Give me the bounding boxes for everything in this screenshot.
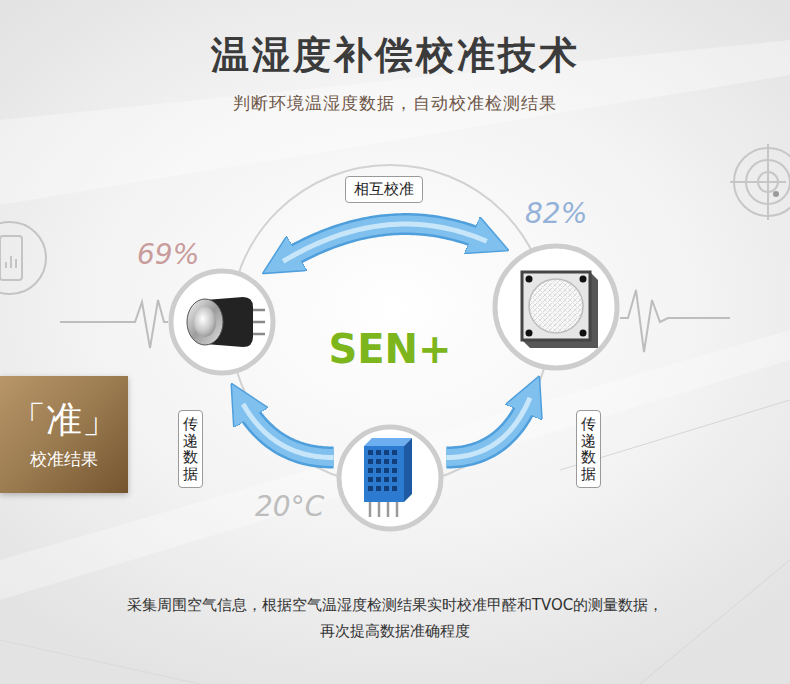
- sensor-node: 82%: [492, 243, 620, 371]
- connector-group: [243, 404, 333, 457]
- edge-label-area: 传递数据: [178, 410, 203, 488]
- light-streaks: [0, 40, 790, 684]
- brand-mark: SEN+: [320, 326, 460, 372]
- reading-value: 69%: [137, 238, 199, 271]
- caption: 采集周围空气信息，根据空气温湿度检测结果实时校准甲醛和TVOC的测量数据， 再次…: [85, 592, 705, 644]
- edge-label: 传递数据: [576, 410, 601, 488]
- caption-area: 采集周围空气信息，根据空气温湿度检测结果实时校准甲醛和TVOC的测量数据， 再次…: [85, 592, 705, 644]
- particle-sensor-icon: [522, 272, 598, 348]
- arrow-highlight: [283, 224, 487, 261]
- reading-value: 20°C: [255, 490, 324, 523]
- reading-value: 82%: [525, 197, 587, 230]
- temp-humidity-sensor-icon: [364, 438, 412, 517]
- badge-text: 「准」: [10, 398, 118, 441]
- gas-sensor-icon: [187, 297, 265, 347]
- edge-label-area: 传递数据: [576, 410, 601, 488]
- arrow-body: [243, 404, 333, 457]
- connector-group: [446, 398, 530, 458]
- edge-label-area: 相互校准: [345, 176, 423, 203]
- arrow-highlight: [243, 404, 333, 457]
- node-ring: [168, 268, 276, 376]
- label-area: 判断环境温湿度数据，自动校准检测结果: [0, 92, 790, 115]
- result-badge: 「准」校准结果: [0, 376, 128, 493]
- node-outline: [171, 271, 273, 373]
- node-outline: [495, 246, 617, 368]
- arrow-highlight: [446, 398, 530, 458]
- badge-text: 校准结果: [30, 448, 98, 471]
- edge-label: 传递数据: [178, 410, 203, 488]
- arrow-body: [283, 224, 487, 261]
- subtitle: 判断环境温湿度数据，自动校准检测结果: [0, 92, 790, 115]
- node-ring: [492, 243, 620, 371]
- arrow-body: [446, 398, 530, 458]
- sensor-discs: [171, 246, 617, 529]
- label-area: SEN+: [320, 326, 460, 372]
- sensor-node: 20°C: [336, 424, 444, 532]
- sensor-node: 69%: [168, 268, 276, 376]
- phone-icon: [0, 222, 46, 294]
- connector-group: [283, 224, 487, 261]
- node-ring: [336, 424, 444, 532]
- title: 温湿度补偿校准技术: [0, 30, 790, 81]
- radar-icon: [730, 144, 790, 220]
- data-arrow: [446, 398, 530, 458]
- data-arrow: [243, 404, 333, 457]
- edge-label: 相互校准: [345, 176, 423, 203]
- data-arrow: [283, 224, 487, 261]
- title-area: 温湿度补偿校准技术: [0, 30, 790, 81]
- node-outline: [339, 427, 441, 529]
